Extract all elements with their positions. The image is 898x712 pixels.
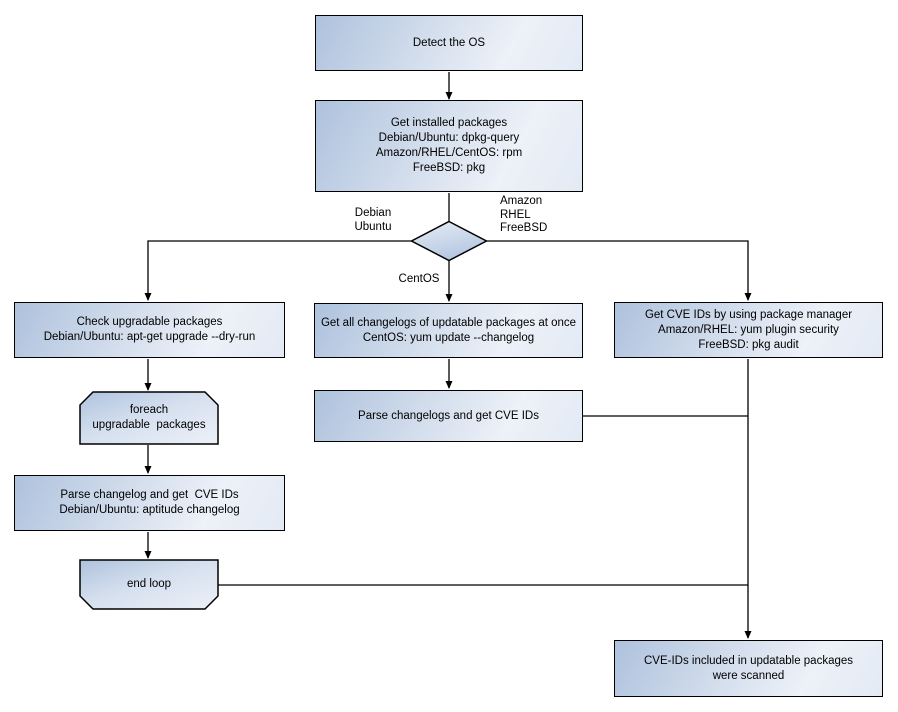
edge-decision-to-check-upgradable	[144, 240, 412, 301]
foreach-loop-label: foreach upgradable packages	[92, 404, 206, 431]
edge-label-centos: CentOS	[398, 273, 440, 285]
node-get-all-changelogs: Get all changelogs of updatable packages…	[314, 303, 583, 358]
node-cve-ids-scanned: CVE-IDs included in updatable packages w…	[614, 640, 883, 697]
node-get-cve-ids-pkg-manager: Get CVE IDs by using package manager Ama…	[614, 302, 883, 358]
node-check-upgradable-packages: Check upgradable packages Debian/Ubuntu:…	[14, 302, 285, 358]
os-decision-diamond	[409, 220, 489, 262]
node-get-installed-packages: Get installed packages Debian/Ubuntu: dp…	[315, 100, 583, 192]
edge-decision-to-get-cve-ids	[486, 240, 752, 301]
node-detect-os: Detect the OS	[315, 15, 583, 71]
edge-label-amazon-rhel-freebsd: Amazon RHEL FreeBSD	[500, 195, 548, 234]
node-parse-changelog-debian: Parse changelog and get CVE IDs Debian/U…	[14, 475, 285, 531]
node-parse-changelogs-centos: Parse changelogs and get CVE IDs	[314, 390, 583, 442]
end-loop-label: end loop	[126, 578, 172, 590]
edge-label-debian-ubuntu: Debian Ubuntu	[354, 207, 392, 233]
foreach-loop-shape	[79, 391, 219, 445]
end-loop-shape	[79, 559, 219, 610]
